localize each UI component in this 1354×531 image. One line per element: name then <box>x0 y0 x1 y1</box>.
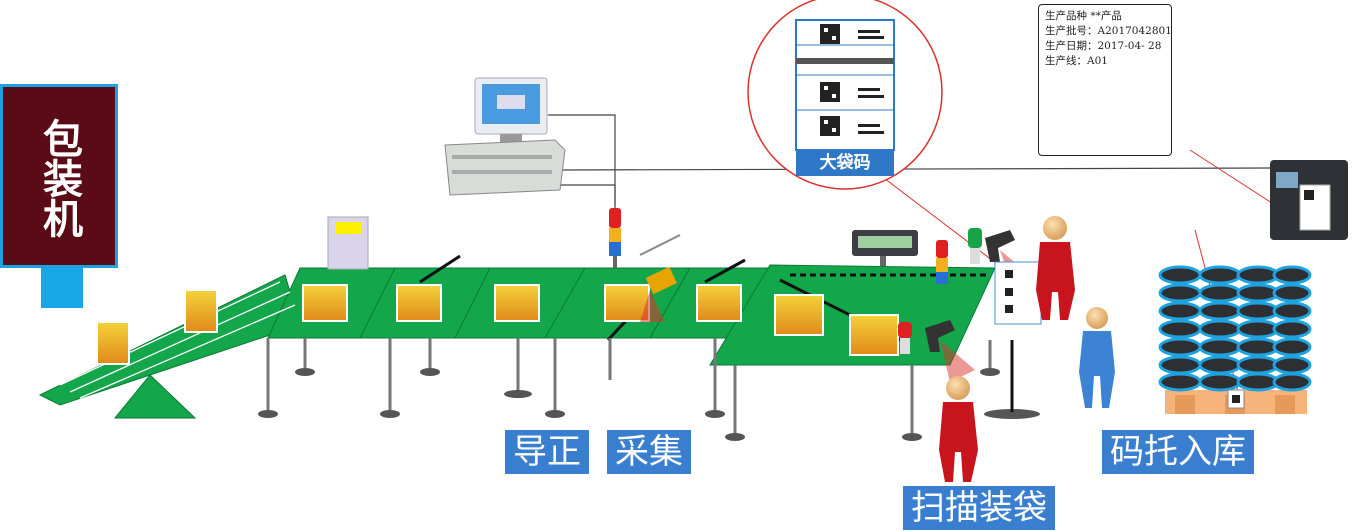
packaging-machine: 包装机 <box>0 84 118 268</box>
guide-device <box>327 216 369 270</box>
conveyor-legs <box>266 338 992 435</box>
pallet-storage-label: 码托入库 <box>1102 430 1254 474</box>
collect-label: 采集 <box>607 430 691 474</box>
packaging-machine-label: 包装机 <box>3 93 115 263</box>
cables <box>548 114 1271 210</box>
label-card-line: 生产线：A01 <box>1045 55 1108 67</box>
big-bag-code-label: 大袋码 <box>796 150 894 176</box>
production-label-card: 生产品种 **产品 生产批号：A2017042801 生产日期：2017-04-… <box>1038 4 1172 156</box>
label-card-variety: 生产品种 **产品 <box>1045 10 1122 22</box>
pallet-stack <box>1158 265 1312 414</box>
belt-rails <box>59 281 296 399</box>
signal-tower-1 <box>609 208 621 268</box>
packaging-machine-base <box>41 268 83 308</box>
guide-label: 导正 <box>505 430 589 474</box>
big-bag-code-callout <box>747 0 943 190</box>
worker-1 <box>1036 216 1075 320</box>
label-card-batch: 生产批号：A2017042801 <box>1045 25 1172 37</box>
product-boxes <box>96 284 899 365</box>
vision-camera <box>639 234 681 322</box>
signal-tower-2 <box>936 240 948 284</box>
worker-2 <box>939 376 978 482</box>
bag-label-sheet <box>994 261 1042 325</box>
packaging-machine-text: 包装机 <box>36 118 82 238</box>
display-unit <box>852 230 918 266</box>
signal-tower-4 <box>898 322 912 354</box>
scan-pack-label: 扫描装袋 <box>903 486 1055 530</box>
leg-feet <box>258 368 1040 441</box>
signal-tower-3 <box>968 228 982 264</box>
label-printer <box>1270 160 1348 240</box>
handheld-scanner-2 <box>925 320 975 382</box>
industrial-computer <box>444 77 566 196</box>
worker-3 <box>1079 307 1115 408</box>
label-card-date: 生产日期：2017-04- 28 <box>1045 40 1162 52</box>
